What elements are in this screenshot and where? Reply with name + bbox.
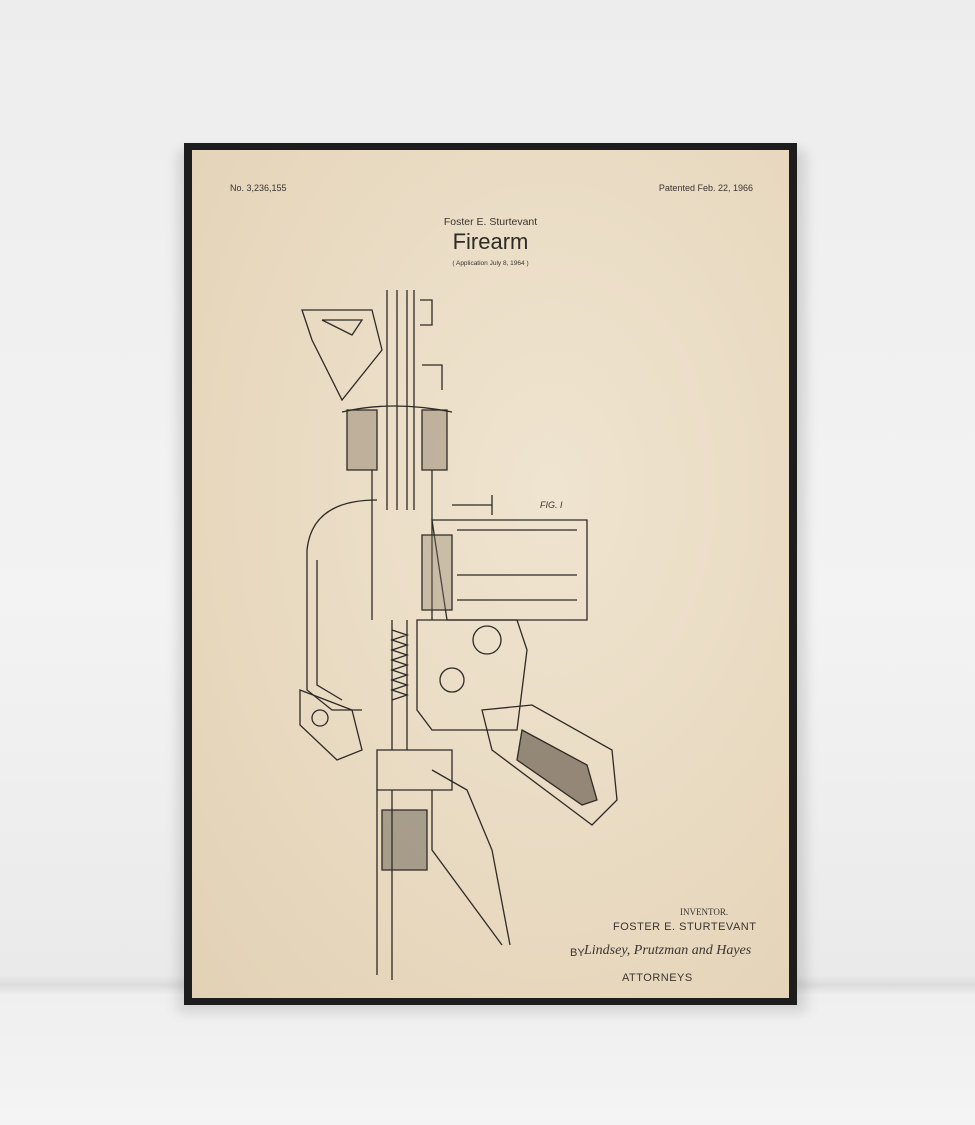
poster-title: Firearm bbox=[452, 229, 529, 254]
figure-label: FIG. I bbox=[540, 500, 563, 510]
inventor-header: Foster E. Sturtevant bbox=[443, 216, 538, 228]
rifle-patent-drawing bbox=[299, 290, 618, 980]
by-label: BY bbox=[570, 947, 585, 959]
application-date: ( Application July 8, 1964 ) bbox=[452, 260, 529, 267]
attorneys-signature: Lindsey, Prutzman and Hayes bbox=[584, 943, 752, 958]
inventor-name: FOSTER E. STURTEVANT bbox=[613, 921, 757, 933]
poster-paper: No. 3,236,155 Patented Feb. 22, 1966 Fos… bbox=[192, 150, 789, 998]
poster-frame: No. 3,236,155 Patented Feb. 22, 1966 Fos… bbox=[184, 143, 797, 1005]
patent-number: No. 3,236,155 bbox=[230, 183, 287, 193]
patent-date: Patented Feb. 22, 1966 bbox=[658, 183, 753, 193]
attorneys-label: ATTORNEYS bbox=[622, 972, 693, 984]
inventor-label: INVENTOR. bbox=[680, 907, 729, 917]
